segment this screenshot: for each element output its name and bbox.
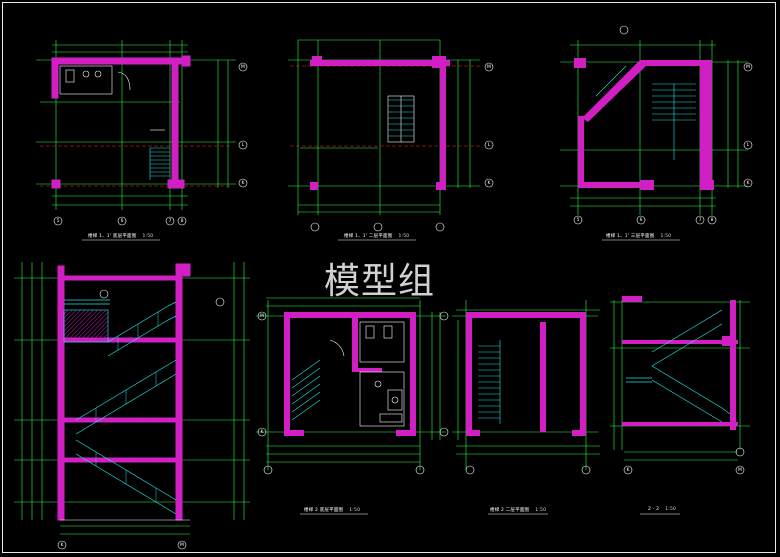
axis-label: K: [60, 542, 64, 548]
drawing-title-plan-1: 楼梯 1、1' 底层平面图 1:50: [88, 233, 153, 239]
axis-label: 6: [120, 218, 124, 224]
title-text: 楼梯 2 二层平面图: [490, 508, 530, 513]
axis-bubble: [484, 140, 494, 150]
axis-bubble: [465, 465, 475, 475]
axis-label: K: [260, 429, 264, 435]
plan-1-stair: [149, 147, 170, 180]
axis-bubble: [735, 465, 745, 475]
axis-label: 8: [710, 217, 714, 223]
axis-bubble: [310, 222, 320, 232]
axis-bubble: [439, 427, 449, 437]
axis-bubble: [373, 222, 383, 232]
axis-bubble: [573, 215, 583, 225]
axis-bubble: [623, 465, 633, 475]
section-2-drawing: [610, 296, 750, 515]
axis-label: K: [746, 180, 750, 186]
axis-bubble: [735, 447, 745, 457]
axis-bubble: [415, 465, 425, 475]
axis-label: L: [487, 142, 491, 148]
axis-bubble: [238, 178, 248, 188]
axis-bubble: [263, 465, 273, 475]
axis-bubble: [636, 215, 646, 225]
axis-bubble: [743, 62, 753, 72]
axis-bubble: [257, 427, 267, 437]
axis-label: L: [746, 142, 750, 148]
plan-1-walls: [51, 55, 191, 189]
axis-bubble: [581, 465, 591, 475]
scale-text: 1:50: [660, 234, 672, 239]
scale-text: 1:50: [349, 508, 361, 513]
axis-bubble: [177, 540, 187, 550]
title-text: 楼梯 1、1' 二层平面图: [344, 234, 393, 239]
scale-text: 1:50: [535, 508, 547, 513]
axis-bubble: [53, 216, 63, 226]
scale-text: 1:50: [665, 507, 677, 512]
axis-bubble: [177, 216, 187, 226]
axis-label: M: [487, 64, 491, 70]
axis-label: L: [241, 142, 245, 148]
title-text: 楼梯 2 底层平面图: [304, 508, 344, 513]
plan-2-drawing: [288, 39, 494, 241]
axis-label: M: [260, 313, 264, 319]
axis-label: M: [241, 64, 245, 70]
axis-label: 5: [576, 217, 580, 223]
axis-bubble: [238, 140, 248, 150]
axis-label: K: [487, 180, 491, 186]
axis-bubble: [707, 215, 717, 225]
axis-bubble: [435, 222, 445, 232]
scale-text: 1:50: [142, 234, 154, 239]
drawing-title-plan-3: 楼梯 1、1' 三层平面图 1:50: [606, 233, 671, 239]
axis-label: 8: [180, 218, 184, 224]
axis-bubble: [695, 215, 705, 225]
axis-bubble: [743, 140, 753, 150]
axis-bubble: [99, 289, 109, 299]
axis-bubble: [57, 540, 67, 550]
scale-text: 1:50: [398, 234, 410, 239]
axis-bubble: [484, 178, 494, 188]
plan-1-axes: [40, 145, 232, 187]
plan-1-drawing: [36, 40, 248, 241]
plan-3-drawing: [560, 25, 753, 241]
axis-label: M: [180, 542, 184, 548]
axis-label: 5: [56, 218, 60, 224]
plan-4-drawing: [256, 297, 449, 515]
axis-label: K: [241, 180, 245, 186]
drawing-title-plan-2: 楼梯 1、1' 二层平面图 1:50: [344, 233, 409, 239]
axis-label: 7: [168, 218, 172, 224]
title-text: 楼梯 1、1' 三层平面图: [606, 234, 655, 239]
axis-bubble: [215, 297, 225, 307]
axis-bubble: [257, 311, 267, 321]
drawing-title-section-2: 2 - 2 1:50: [648, 507, 676, 512]
axis-bubble: [238, 62, 248, 72]
axis-bubble: [619, 25, 629, 35]
title-text: 楼梯 1、1' 底层平面图: [88, 234, 137, 239]
axis-bubble: [117, 216, 127, 226]
axis-label: 6: [639, 217, 643, 223]
section-1-drawing: [14, 262, 250, 550]
drawing-title-plan-5: 楼梯 2 二层平面图 1:50: [490, 507, 546, 513]
axis-bubble: [165, 216, 175, 226]
axis-bubble: [743, 178, 753, 188]
axis-label: K: [626, 467, 630, 473]
axis-bubble: [439, 311, 449, 321]
watermark: 模型组: [324, 261, 436, 302]
axis-bubble: [484, 62, 494, 72]
axis-label: M: [738, 467, 742, 473]
axis-label: 7: [698, 217, 702, 223]
axis-label: M: [746, 64, 750, 70]
drawing-title-plan-4: 楼梯 2 底层平面图 1:50: [304, 507, 360, 513]
plan-1-dimensions: [36, 40, 236, 210]
plan-5-drawing: [452, 300, 600, 515]
plan-1-fixtures: [59, 65, 165, 131]
title-text: 2 - 2: [648, 507, 660, 512]
